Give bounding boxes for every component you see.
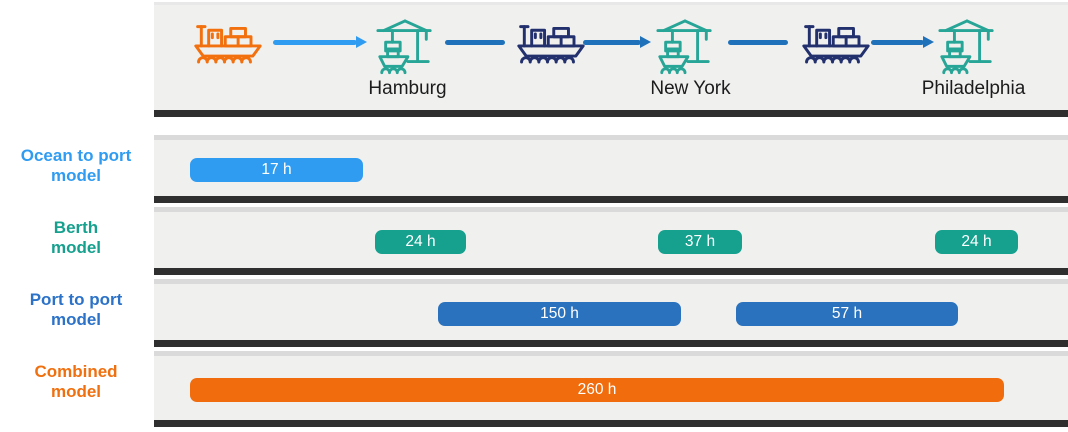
row-combined-model: 260 h (154, 351, 1068, 427)
route-arrow-icon (871, 36, 934, 48)
route-arrow-icon (583, 36, 651, 48)
duration-bar-label: 17 h (261, 161, 292, 178)
duration-bar: 24 h (375, 230, 466, 254)
duration-bar-label: 260 h (577, 381, 617, 398)
route-arrow-icon (273, 36, 367, 48)
row-label-combined-model: Combined model (34, 362, 118, 401)
duration-bar-label: 37 h (684, 233, 716, 250)
duration-bar: 17 h (190, 158, 363, 182)
port-label-philadelphia: Philadelphia (921, 78, 1026, 99)
port-crane-icon (938, 19, 994, 75)
row-port-to-port-model: 150 h 57 h (154, 279, 1068, 347)
route-line-icon (445, 36, 505, 48)
row-label-ocean-to-port-model: Ocean to port model (20, 146, 132, 185)
cargo-ship-icon (517, 25, 585, 64)
duration-bar-label: 24 h (405, 233, 436, 250)
port-crane-icon (656, 19, 712, 75)
row-label-berth-model: Berth model (50, 218, 102, 257)
route-line-icon (728, 36, 788, 48)
duration-bar: 260 h (190, 378, 1004, 402)
port-label-hamburg: Hamburg (368, 78, 447, 99)
duration-bar-label: 57 h (831, 305, 863, 322)
duration-bar: 24 h (935, 230, 1018, 254)
port-label-new-york: New York (650, 78, 731, 99)
cargo-ship-icon (194, 25, 262, 64)
journey-banner: Hamburg New York Philadelphia (154, 2, 1068, 117)
cargo-ship-icon (802, 25, 870, 64)
duration-bar-label: 150 h (540, 305, 579, 322)
row-berth-model: 24 h 37 h 24 h (154, 207, 1068, 275)
duration-bar: 57 h (736, 302, 958, 326)
duration-bar-label: 24 h (961, 233, 992, 250)
duration-bar: 37 h (658, 230, 742, 254)
row-ocean-to-port-model: 17 h (154, 135, 1068, 203)
duration-bar: 150 h (438, 302, 681, 326)
port-crane-icon (376, 19, 432, 75)
row-label-port-to-port-model: Port to port model (29, 290, 123, 329)
